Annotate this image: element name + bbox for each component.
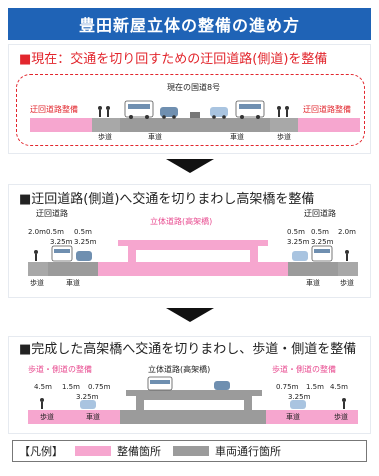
step2-center-title: 立体道路(高架橋) [150,217,213,226]
step1-panel: ■現在：交通を切り回すための迂回道路(側道)を整備 [8,44,371,154]
step2-left-dim-2: 0.5m [46,228,64,236]
step2-left-dim-1: 2.0m [28,228,46,236]
legend-swatch-pink [75,446,111,456]
step2-panel: ■迂回道路(側道)へ交通を切りまわし高架橋を整備 [8,184,371,298]
step2-right-dim-3: 0.5m [311,228,329,236]
step1-left-road-label: 迂回道路整備 [30,105,78,114]
step3-label-sidewalk-left: 歩道 [40,413,54,421]
step2-left-dim-3: 3.25m [50,238,73,246]
step3-center-title: 立体道路(高架橋) [148,365,211,374]
step2-right-dim-2: 3.25m [287,238,310,246]
legend-prefix: 【凡例】 [19,445,63,458]
step2-right-dim-5: 3.25m [311,238,334,246]
step3-label-road-left: 車道 [86,413,100,421]
step2-label-road-left: 車道 [66,279,80,287]
arrow-down-icon [166,308,214,322]
step2-left-dim-4: 0.5m [74,228,92,236]
step3-right-title: 歩道・側道の整備 [272,365,336,374]
step3-left-dim-2: 1.5m [62,383,80,391]
legend-swatch-gray [173,446,209,456]
step2-label-sidewalk-left: 歩道 [30,279,44,287]
step1-road-label: 現在の国道8号 [167,83,221,92]
arrow-down-icon [166,159,214,173]
legend-item-improvement: 整備箇所 [117,445,161,458]
step3-left-title: 歩道・側道の整備 [28,365,92,374]
step1-label-sidewalk-right: 歩道 [277,133,291,141]
step1-label-sidewalk-left: 歩道 [98,133,112,141]
step3-heading: ■完成した高架橋へ交通を切りまわし、歩道・側道を整備 [19,342,357,357]
step1-heading: ■現在：交通を切り回すための迂回道路(側道)を整備 [19,52,328,67]
step3-label-road-right: 車道 [286,413,300,421]
step2-heading: ■迂回道路(側道)へ交通を切りまわし高架橋を整備 [19,192,315,207]
step2-left-title: 迂回道路 [36,209,68,218]
step2-right-dim-1: 0.5m [287,228,305,236]
step2-right-dim-4: 2.0m [338,228,356,236]
step2-right-title: 迂回道路 [304,209,336,218]
legend-item-traffic: 車両通行箇所 [215,445,281,458]
step3-left-dim-3: 0.75m [88,383,111,391]
page-title: 豊田新屋立体の整備の進め方 [8,8,371,40]
step1-label-road-left: 車道 [148,133,162,141]
step1-right-road-label: 迂回道路整備 [303,105,351,114]
step3-right-dim-2: 1.5m [306,383,324,391]
step2-left-dim-5: 3.25m [74,238,97,246]
step3-left-dim-1: 4.5m [34,383,52,391]
step1-dashed-outline [16,74,365,146]
step3-right-dim-1: 0.75m [276,383,299,391]
step1-label-road-right: 車道 [230,133,244,141]
step3-label-sidewalk-right: 歩道 [334,413,348,421]
step2-label-sidewalk-right: 歩道 [340,279,354,287]
legend: 【凡例】 整備箇所 車両通行箇所 [12,440,367,462]
step3-right-dim-3: 4.5m [330,383,348,391]
step3-right-dim-4: 3.25m [288,393,311,401]
step2-label-road-right: 車道 [306,279,320,287]
step3-left-dim-4: 3.25m [76,393,99,401]
